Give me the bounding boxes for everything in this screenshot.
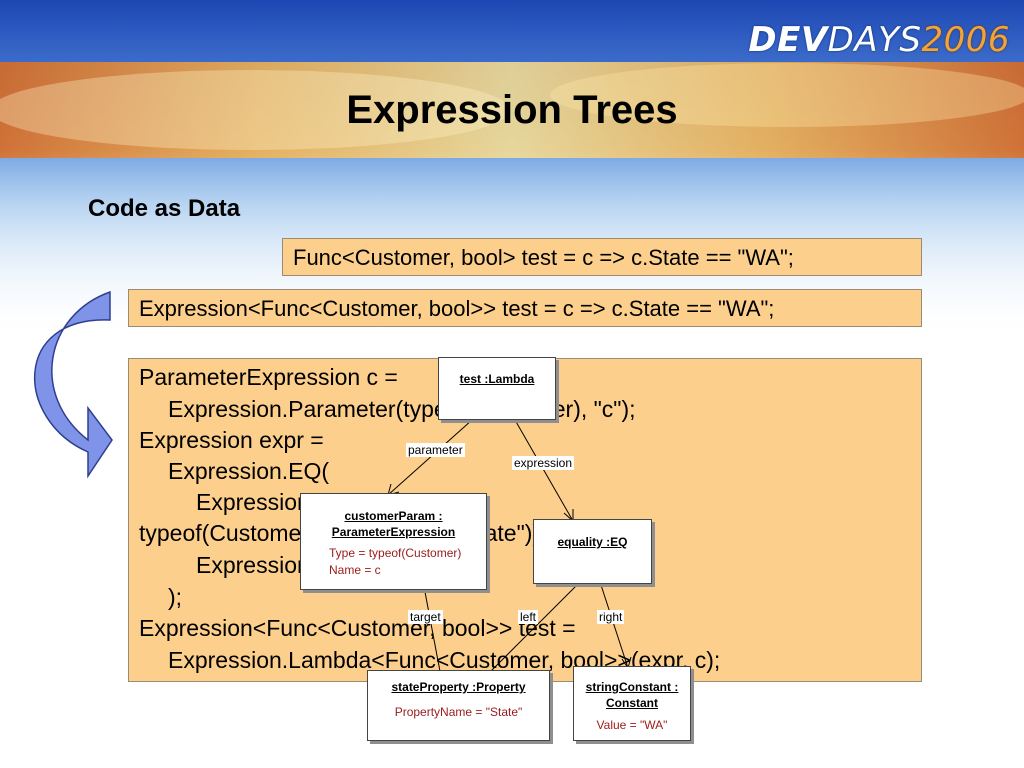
edge-label-expression: expression xyxy=(512,456,575,470)
node-title: equality :EQ xyxy=(557,535,628,549)
code-line: Expression.EQ( xyxy=(168,458,330,484)
node-state-property: stateProperty :Property PropertyName = "… xyxy=(367,670,550,741)
code-line: Expression.Parameter(typeof(Customer), "… xyxy=(168,396,636,422)
edge-right-line xyxy=(600,584,629,669)
edge-expression-line xyxy=(514,419,574,522)
transform-curved-arrow-icon xyxy=(33,290,113,479)
node-title: ParameterExpression xyxy=(331,525,456,539)
edge-label-parameter: parameter xyxy=(406,443,465,457)
node-title: stateProperty :Property xyxy=(391,680,526,694)
edge-label-target: target xyxy=(408,610,443,624)
node-title: Constant xyxy=(606,696,658,710)
edge-parameter-line xyxy=(387,419,473,496)
node-title: stringConstant : xyxy=(585,680,679,694)
slide-title: Expression Trees xyxy=(346,88,678,132)
slide-subtitle: Code as Data xyxy=(88,195,241,222)
edge-left-line xyxy=(479,584,578,683)
node-customer-param: customerParam : ParameterExpression Type… xyxy=(300,493,487,590)
node-attribute: Value = "WA" xyxy=(596,718,668,732)
node-equality: equality :EQ xyxy=(533,519,652,584)
edge-label-left: left xyxy=(518,610,539,624)
code-line: ParameterExpression c = xyxy=(139,364,398,390)
node-string-constant: stringConstant : Constant Value = "WA" xyxy=(573,666,691,741)
edge-target-line xyxy=(424,591,443,683)
code-line: Expression expr = xyxy=(139,427,324,453)
code-line: ); xyxy=(168,584,183,610)
expression-code-box: Expression<Func<Customer, bool>> test = … xyxy=(128,289,922,327)
node-title: test :Lambda xyxy=(459,372,535,386)
node-test-lambda: test :Lambda xyxy=(438,357,556,420)
devdays-logo: DEVDAYS2006 xyxy=(748,20,1010,60)
node-attribute: PropertyName = "State" xyxy=(394,705,523,719)
func-code-box: Func<Customer, bool> test = c => c.State… xyxy=(282,238,922,276)
code-line: Expression<Func<Customer, bool>> test = xyxy=(139,615,576,641)
node-attribute: Name = c xyxy=(329,563,381,577)
edge-label-right: right xyxy=(597,610,625,624)
node-title: customerParam : xyxy=(344,509,443,523)
node-attribute: Type = typeof(Customer) xyxy=(329,546,462,560)
